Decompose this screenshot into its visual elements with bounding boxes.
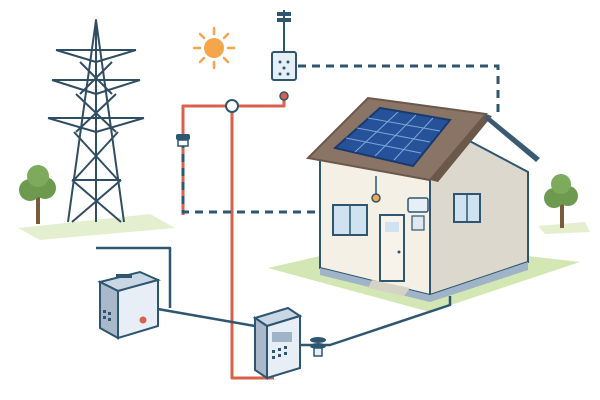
tree-left-icon [19,165,56,224]
insulator-icon [176,91,289,147]
door [379,214,405,282]
door-steps [368,280,410,296]
solar-panel-icon [332,106,452,168]
wall-junction-icon [371,176,381,203]
wall-meter-icon [407,197,429,231]
tree-right-icon [544,174,578,228]
meter-box-icon [271,10,297,81]
sun-icon [192,26,236,70]
window-left [332,204,368,236]
window-right [453,193,481,223]
inverter-icon [252,306,303,380]
transmission-tower-icon [47,19,145,223]
battery-icon [97,270,161,340]
data-link-lines [181,64,500,214]
antenna-icon [310,337,326,357]
house-icon [305,96,540,302]
